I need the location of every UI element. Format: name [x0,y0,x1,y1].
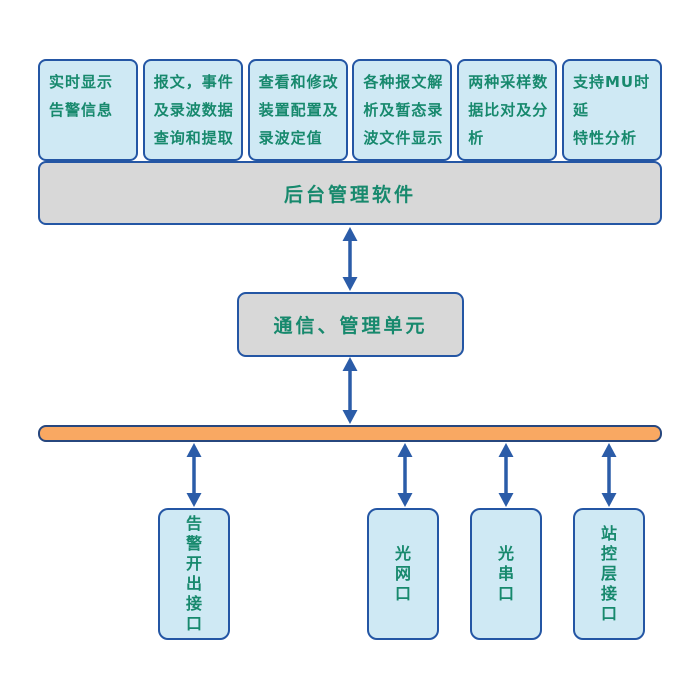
feature-box-message-record-query: 报文，事件 及录波数据 查询和提取 [142,59,243,161]
feature-label: 各种报文解 析及暂态录 波文件显示 [363,73,444,147]
double-arrow-bus-station-icon [601,443,617,507]
communication-unit-box: 通信、管理单元 [237,292,464,357]
io-box-alarm-output-interface: 告警开出接口 [158,508,230,640]
feature-box-realtime-alarm: 实时显示 告警信息 [38,59,138,161]
io-label: 站控层接口 [600,524,617,623]
process-bus-bar [38,425,662,442]
feature-box-message-parsing: 各种报文解 析及暂态录 波文件显示 [352,59,453,161]
io-label: 光网口 [394,544,411,603]
backend-software-label: 后台管理软件 [283,183,416,206]
io-label: 光串口 [497,544,514,603]
communication-unit-label: 通信、管理单元 [273,315,428,337]
double-arrow-comm-bus-icon [342,357,358,424]
double-arrow-bus-optical-serial-icon [498,443,514,507]
feature-label: 报文，事件 及录波数据 查询和提取 [153,73,234,147]
feature-box-mu-delay-analysis: 支持MU时延 特性分析 [561,59,662,161]
double-arrow-bus-alarm-icon [186,443,202,507]
feature-label: 查看和修改 装置配置及 录波定值 [258,73,339,147]
io-box-station-control-interface: 站控层接口 [573,508,645,640]
feature-label: 支持MU时延 特性分析 [572,73,651,147]
feature-box-sampling-compare: 两种采样数 据比对及分 析 [457,59,558,161]
double-arrow-bus-optical-net-icon [397,443,413,507]
feature-label: 两种采样数 据比对及分 析 [468,73,549,147]
io-box-optical-serial-port: 光串口 [470,508,542,640]
backend-software-box: 后台管理软件 [38,161,662,225]
double-arrow-backend-comm-icon [342,227,358,291]
io-label: 告警开出接口 [185,514,202,633]
io-box-optical-network-port: 光网口 [367,508,439,640]
feature-label: 实时显示 告警信息 [49,73,114,119]
feature-box-config-settings: 查看和修改 装置配置及 录波定值 [247,59,348,161]
feature-boxes-row: 实时显示 告警信息 报文，事件 及录波数据 查询和提取 查看和修改 装置配置及 … [38,59,662,161]
